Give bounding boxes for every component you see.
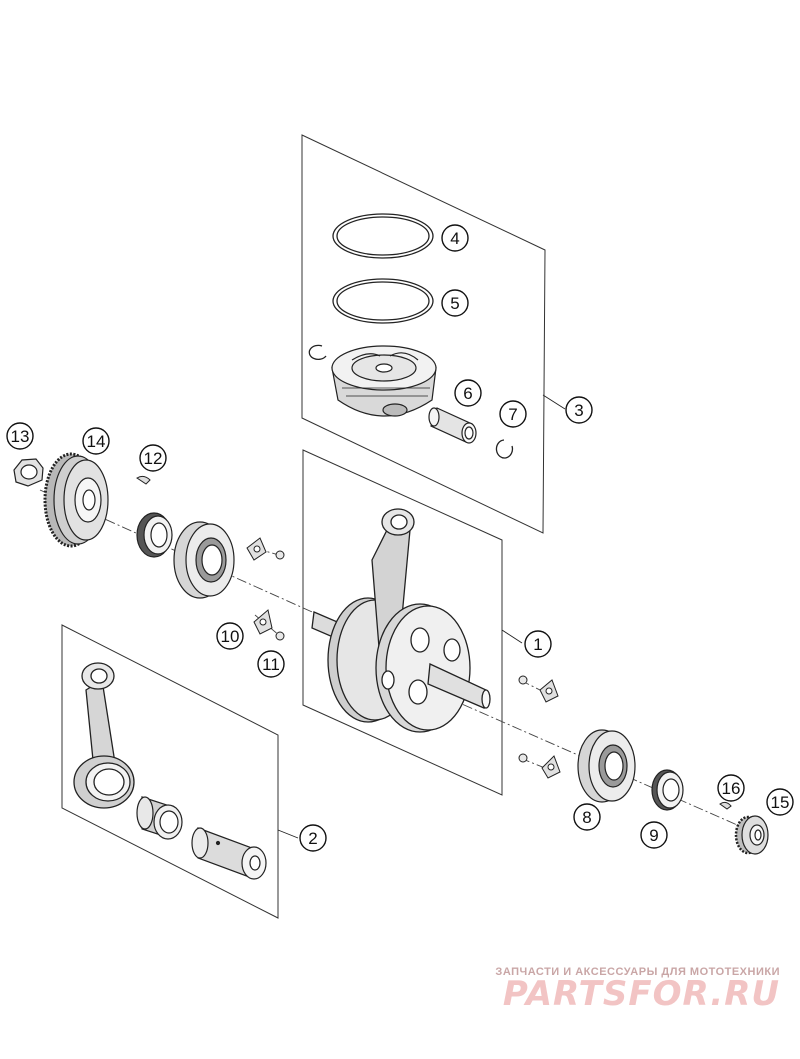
callout-16: 16 bbox=[717, 774, 745, 802]
watermark-tagline: ЗАПЧАСТИ И АКСЕССУАРЫ ДЛЯ МОТОТЕХНИКИ bbox=[495, 966, 780, 978]
bearing-retainer-left-upper bbox=[246, 537, 267, 561]
big-end-bearing bbox=[136, 796, 183, 840]
svg-text:2: 2 bbox=[308, 829, 317, 848]
callout-14: 14 bbox=[82, 427, 110, 455]
callout-7: 7 bbox=[499, 400, 527, 428]
piston bbox=[331, 345, 437, 417]
svg-text:3: 3 bbox=[574, 401, 583, 420]
svg-text:14: 14 bbox=[87, 432, 106, 451]
callout-3: 3 bbox=[565, 396, 593, 424]
callout-6: 6 bbox=[454, 379, 482, 407]
svg-text:12: 12 bbox=[144, 449, 163, 468]
left-shaft-seal bbox=[136, 512, 173, 558]
svg-text:5: 5 bbox=[450, 294, 459, 313]
watermark-logo: PARTSFOR.RU bbox=[503, 974, 780, 1014]
piston-ring-top bbox=[332, 213, 434, 259]
retainer-screw-left-lower bbox=[275, 631, 285, 641]
leader-lines bbox=[277, 394, 566, 839]
callout-13: 13 bbox=[6, 422, 34, 450]
group-box-piston-assembly bbox=[301, 134, 546, 534]
callout-10: 10 bbox=[216, 622, 244, 650]
callouts: 1 2 3 4 5 6 7 8 bbox=[6, 224, 794, 852]
svg-text:4: 4 bbox=[450, 229, 459, 248]
svg-text:8: 8 bbox=[582, 808, 591, 827]
woodruff-key-left bbox=[136, 475, 151, 485]
svg-text:15: 15 bbox=[771, 793, 790, 812]
callout-12: 12 bbox=[139, 444, 167, 472]
watermark: ЗАПЧАСТИ И АКСЕССУАРЫ ДЛЯ МОТОТЕХНИКИ PA… bbox=[495, 966, 780, 1014]
right-main-bearing bbox=[577, 729, 636, 803]
svg-text:6: 6 bbox=[463, 384, 472, 403]
svg-text:13: 13 bbox=[11, 427, 30, 446]
right-shaft-seal bbox=[651, 769, 684, 811]
group-box-conrod-kit bbox=[61, 624, 279, 919]
svg-text:7: 7 bbox=[508, 405, 517, 424]
bearing-retainer-right-lower bbox=[541, 755, 561, 779]
callout-4: 4 bbox=[441, 224, 469, 252]
callout-11: 11 bbox=[257, 650, 285, 678]
svg-text:9: 9 bbox=[649, 826, 658, 845]
woodruff-key-right bbox=[719, 801, 732, 810]
callout-8: 8 bbox=[573, 803, 601, 831]
bearing-retainer-right-upper bbox=[539, 679, 559, 703]
connecting-rod bbox=[73, 662, 135, 809]
piston-pin-circlip bbox=[495, 439, 514, 459]
callout-15: 15 bbox=[766, 788, 794, 816]
callout-2: 2 bbox=[299, 824, 327, 852]
piston-pin bbox=[428, 407, 477, 444]
piston-circlip-left bbox=[308, 344, 327, 361]
primary-drive-gear bbox=[43, 452, 109, 548]
callout-1: 1 bbox=[524, 630, 552, 658]
crankshaft-nut bbox=[13, 458, 44, 487]
piston-ring-second bbox=[332, 278, 434, 324]
svg-text:1: 1 bbox=[533, 635, 542, 654]
svg-text:16: 16 bbox=[722, 779, 741, 798]
retainer-screw-right-lower bbox=[518, 753, 528, 763]
retainer-screw-right-upper bbox=[518, 675, 528, 685]
crankshaft bbox=[311, 508, 491, 733]
svg-text:10: 10 bbox=[221, 627, 240, 646]
bearing-retainer-left-lower bbox=[253, 609, 273, 635]
timing-gear bbox=[734, 815, 769, 855]
callout-9: 9 bbox=[640, 821, 668, 849]
left-main-bearing bbox=[173, 521, 235, 599]
crank-pin bbox=[191, 827, 267, 880]
svg-text:11: 11 bbox=[262, 655, 280, 674]
callout-5: 5 bbox=[441, 289, 469, 317]
group-box-crankshaft-assembly bbox=[302, 449, 503, 796]
retainer-screw-left-upper bbox=[275, 550, 285, 560]
